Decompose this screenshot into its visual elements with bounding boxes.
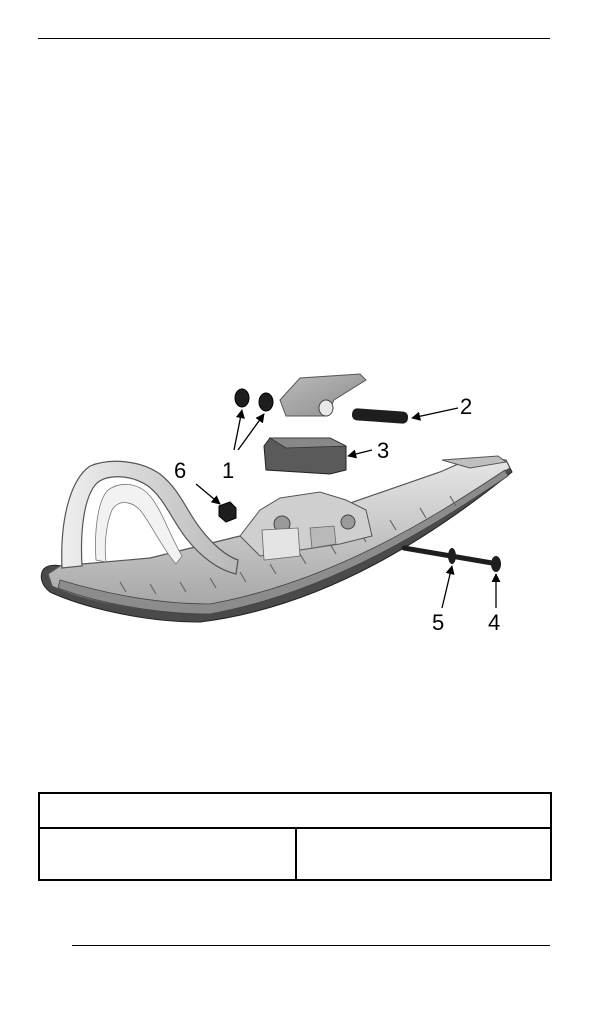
bushing-1a	[234, 388, 250, 408]
spec-table	[38, 792, 552, 881]
wear-block-top	[268, 437, 347, 449]
leader-arrows	[195, 407, 501, 609]
mount-slot	[309, 525, 337, 549]
bottom-rule	[72, 945, 550, 946]
bolt-head-part-4	[491, 556, 501, 572]
spindle-arm-end	[318, 399, 334, 417]
callout-6: 6	[174, 458, 187, 483]
ski-side-wall	[57, 469, 509, 615]
pin-part-2	[351, 408, 409, 424]
ski-handle	[61, 460, 239, 575]
ski-exploded-view-drawing	[40, 373, 513, 623]
spec-table-cell-left	[40, 829, 297, 879]
top-rule	[38, 38, 550, 39]
mount-bolt-hole-right	[340, 514, 356, 530]
ski-assembly-figure: 1 2 3 4 5 6	[0, 360, 600, 660]
spindle-arm	[279, 373, 367, 417]
callout-5: 5	[432, 610, 445, 635]
bushing-1b	[258, 392, 274, 412]
washer-part-5	[448, 548, 456, 564]
callout-2: 2	[460, 394, 473, 419]
ski-ridges	[119, 495, 457, 595]
callout-4: 4	[488, 610, 501, 635]
callout-1: 1	[222, 458, 235, 483]
mount-inner-shadow	[261, 527, 301, 561]
callout-3: 3	[377, 438, 390, 463]
ski-handle-inner	[95, 483, 183, 565]
spec-table-cell-right	[297, 829, 550, 879]
ski-tip	[441, 455, 508, 469]
spec-table-header	[40, 794, 550, 829]
nut-part-6	[218, 501, 237, 523]
